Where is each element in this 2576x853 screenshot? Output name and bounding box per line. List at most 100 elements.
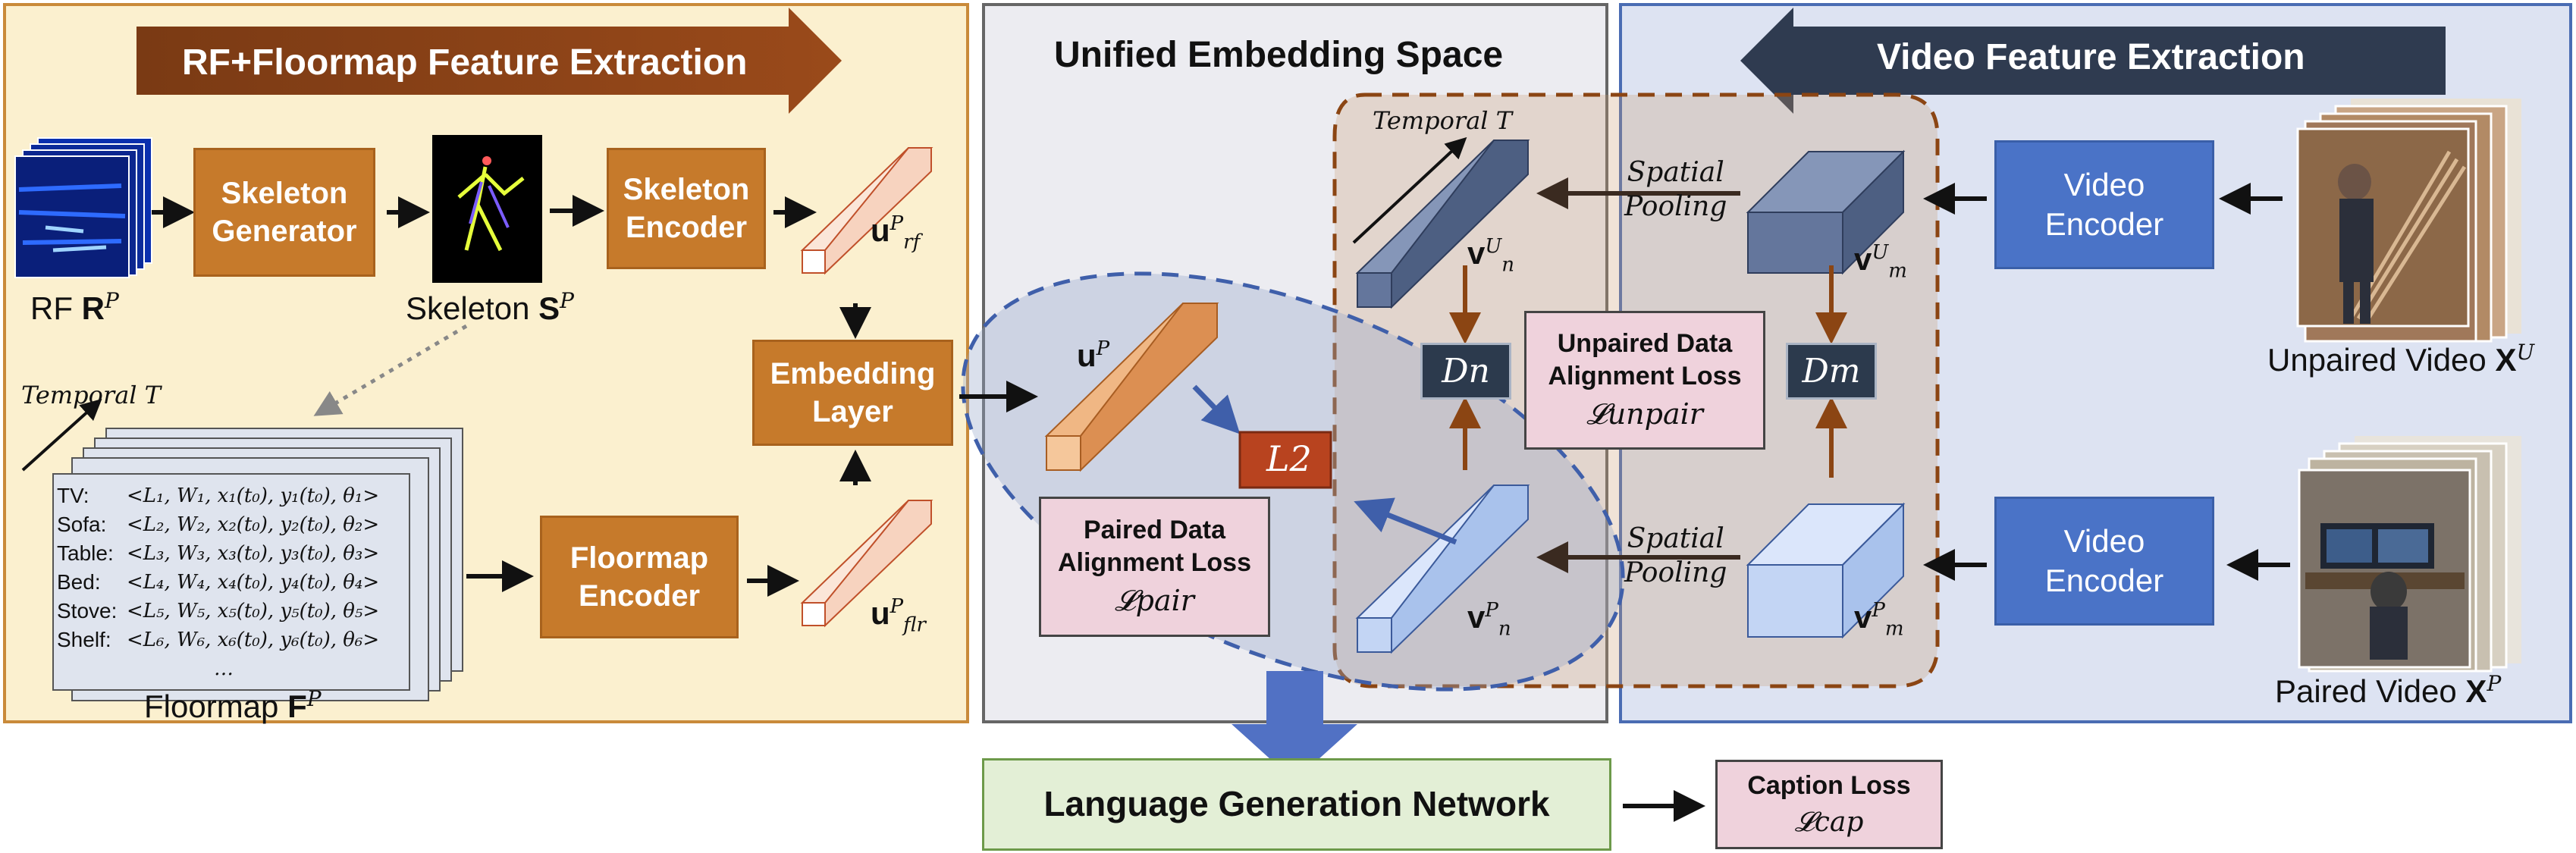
skeleton-label-sup: P	[560, 288, 574, 313]
skeleton-encoder-box: Skeleton Encoder	[607, 148, 766, 269]
floormap-object-name: Stove:	[57, 599, 118, 623]
vector-v-m-p-label: vPm	[1854, 599, 1904, 640]
floormap-object-tuple: <L₃, W₃, x₃(t₀), y₃(t₀), θ₃>	[127, 542, 380, 565]
unpaired-video-label: Unpaired Video XU	[2267, 340, 2534, 378]
arrow-embedding-to-language	[1232, 671, 1357, 781]
unpaired-loss-symbol: 𝓛unpair	[1586, 397, 1703, 431]
u-flr-sup: P	[890, 595, 904, 618]
caption-loss-symbol: 𝓛cap	[1794, 806, 1864, 838]
rf-label-symbol: R	[81, 290, 105, 326]
caption-loss-box: Caption Loss 𝓛cap	[1715, 760, 1943, 849]
vector-v-m-u-shape	[1746, 149, 1906, 275]
temporal-axis-arrow-left	[21, 398, 102, 472]
floormap-object-name: Sofa:	[57, 513, 107, 536]
floormap-label-sup: P	[306, 686, 322, 711]
paired-video-label: Paired Video XP	[2275, 671, 2501, 710]
unpaired-video-text: Unpaired Video	[2267, 342, 2487, 378]
arrow-up-to-l2	[1192, 384, 1241, 434]
arrow-skeleton-to-floormap	[313, 324, 468, 416]
rf-label-text: RF	[30, 290, 73, 326]
vector-v-m-u-label: vUm	[1854, 241, 1907, 282]
v-m-p-sup: P	[1872, 599, 1885, 622]
floormap-object-tuple: <L₄, W₄, x₄(t₀), y₄(t₀), θ₄>	[127, 571, 380, 594]
floormap-row: Table: <L₃, W₃, x₃(t₀), y₃(t₀), θ₃>	[57, 539, 379, 568]
floormap-table: TV:<L₁, W₁, x₁(t₀), y₁(t₀), θ₁> Sofa: <L₂,…	[57, 481, 379, 683]
vector-v-n-p-shape	[1355, 485, 1530, 654]
vector-u-p-label: uP	[1077, 337, 1109, 374]
u-rf-base: u	[871, 212, 890, 248]
floormap-rows: TV:<L₁, W₁, x₁(t₀), y₁(t₀), θ₁> Sofa: <L₂,…	[57, 481, 379, 683]
v-n-p-base: v	[1467, 599, 1486, 635]
floormap-object-tuple: …	[214, 657, 234, 680]
caption-loss-title: Caption Loss	[1747, 771, 1911, 801]
spatial-pooling-unpaired: Spatial Pooling	[1624, 157, 1727, 222]
v-m-p-sub: m	[1884, 617, 1904, 641]
v-n-u-sup: U	[1485, 235, 1502, 258]
u-p-sup: P	[1096, 337, 1110, 360]
paired-video-text: Paired Video	[2275, 673, 2457, 709]
floormap-object-name: Bed:	[57, 570, 101, 594]
floormap-row: Stove: <L₅, W₅, x₅(t₀), y₅(t₀), θ₅>	[57, 597, 379, 626]
unpaired-loss-box: Unpaired Data Alignment Loss 𝓛unpair	[1524, 311, 1765, 450]
floormap-object-tuple: <L₂, W₂, x₂(t₀), y₂(t₀), θ₂>	[127, 513, 380, 536]
vector-u-rf-label: uPrf	[871, 212, 920, 253]
rf-heatmap-stack	[14, 137, 152, 278]
floormap-row: TV:<L₁, W₁, x₁(t₀), y₁(t₀), θ₁>	[57, 481, 379, 510]
l2-box-shape	[1238, 431, 1332, 489]
floormap-row: Shelf: <L₆, W₆, x₆(t₀), y₆(t₀), θ₆>	[57, 626, 379, 654]
floormap-object-tuple: <L₁, W₁, x₁(t₀), y₁(t₀), θ₁>	[127, 485, 380, 507]
floormap-object-name: Table:	[57, 541, 114, 565]
vector-u-rf-shape	[800, 147, 933, 275]
paired-loss-box: Paired Data Alignment Loss 𝓛pair	[1039, 497, 1270, 637]
unified-panel-title: Unified Embedding Space	[1054, 35, 1504, 75]
floormap-object-tuple: <L₆, W₆, x₆(t₀), y₆(t₀), θ₆>	[127, 629, 380, 651]
skeleton-label: Skeleton SP	[406, 288, 574, 327]
floormap-object-name: Shelf:	[57, 628, 111, 651]
video-panel-title: Video Feature Extraction	[1877, 37, 2305, 77]
rf-panel-title: RF+Floormap Feature Extraction	[182, 42, 748, 83]
unpaired-video-symbol: X	[2495, 342, 2517, 378]
v-n-u-sub: n	[1501, 253, 1515, 277]
floormap-row: Bed: <L₄, W₄, x₄(t₀), y₄(t₀), θ₄>	[57, 568, 379, 597]
video-encoder-paired-box: Video Encoder	[1994, 497, 2214, 626]
v-n-u-base: v	[1467, 235, 1486, 271]
rf-label-sup: P	[105, 288, 119, 313]
v-m-u-base: v	[1854, 241, 1872, 277]
rf-banner-arrow	[136, 8, 842, 114]
paired-video-sup: P	[2487, 671, 2502, 696]
v-m-p-base: v	[1854, 599, 1872, 635]
skeleton-generator-box: Skeleton Generator	[193, 148, 375, 277]
u-p-base: u	[1077, 337, 1097, 373]
floormap-encoder-box: Floormap Encoder	[540, 516, 739, 638]
unpaired-video-sup: U	[2516, 340, 2535, 365]
v-n-p-sup: P	[1485, 599, 1498, 622]
v-m-u-sup: U	[1872, 241, 1889, 264]
floormap-row: Sofa: <L₂, W₂, x₂(t₀), y₂(t₀), θ₂>	[57, 510, 379, 539]
unpaired-loss-title: Unpaired Data Alignment Loss	[1548, 329, 1742, 390]
vector-u-flr-shape	[800, 500, 933, 628]
paired-loss-symbol: 𝓛pair	[1115, 584, 1194, 618]
paired-loss-title: Paired Data Alignment Loss	[1057, 516, 1252, 577]
dn-label: Dn	[1442, 352, 1490, 390]
floormap-stack	[52, 428, 463, 701]
temporal-label-unified: Temporal T	[1373, 106, 1513, 135]
language-generation-box: Language Generation Network	[982, 758, 1611, 851]
floormap-object-name	[57, 654, 127, 683]
u-flr-base: u	[871, 595, 890, 631]
v-m-u-sub: m	[1888, 259, 1907, 283]
u-rf-sub: rf	[903, 230, 921, 254]
u-rf-sup: P	[890, 212, 904, 235]
v-n-p-sub: n	[1498, 617, 1511, 641]
vector-v-n-u-label: vUn	[1467, 235, 1514, 276]
vector-v-n-p-label: vPn	[1467, 599, 1511, 640]
video-encoder-unpaired-box: Video Encoder	[1994, 140, 2214, 269]
spatial-pooling-paired: Spatial Pooling	[1624, 523, 1727, 588]
unpaired-video-frames	[2296, 99, 2521, 343]
arrow-vnp-to-l2	[1354, 497, 1457, 545]
discriminator-dm: Dm	[1786, 343, 1877, 400]
embedding-layer-box: Embedding Layer	[752, 340, 953, 446]
floormap-object-tuple: <L₅, W₅, x₅(t₀), y₅(t₀), θ₅>	[127, 600, 380, 623]
video-banner-arrow	[1740, 8, 2446, 114]
